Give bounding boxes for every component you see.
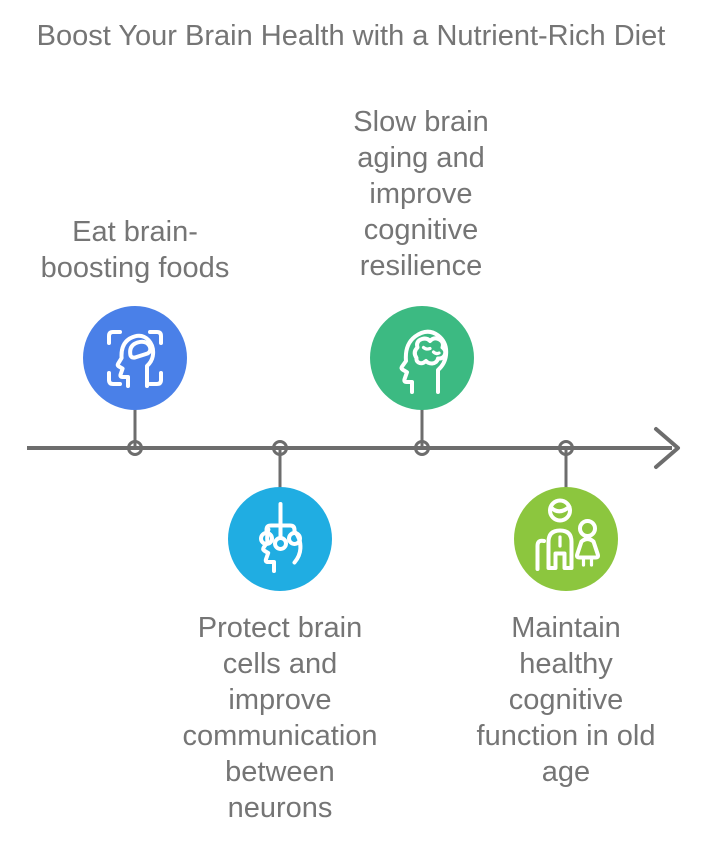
step1-icon-circle bbox=[83, 306, 187, 410]
step4-label: Maintain healthy cognitive function in o… bbox=[476, 612, 656, 788]
brain-scan-icon bbox=[107, 330, 163, 388]
step1-label: Eat brain- boosting foods bbox=[40, 216, 230, 284]
elderly-family-icon bbox=[535, 498, 601, 571]
timeline-node-3 bbox=[414, 440, 430, 456]
timeline-node-4 bbox=[558, 440, 574, 456]
step2-label: Protect brain cells and improve communic… bbox=[182, 612, 378, 824]
step3-icon-circle bbox=[370, 306, 474, 410]
timeline-arrowhead-icon bbox=[654, 427, 680, 469]
brain-head-icon bbox=[399, 329, 449, 394]
step3-label: Slow brain aging and improve cognitive r… bbox=[353, 106, 489, 282]
neuron-network-head-icon bbox=[259, 502, 303, 573]
timeline-node-1 bbox=[127, 440, 143, 456]
step2-icon-circle bbox=[228, 487, 332, 591]
timeline-node-2 bbox=[272, 440, 288, 456]
step4-icon-circle bbox=[514, 487, 618, 591]
page-title: Boost Your Brain Health with a Nutrient-… bbox=[36, 20, 666, 52]
